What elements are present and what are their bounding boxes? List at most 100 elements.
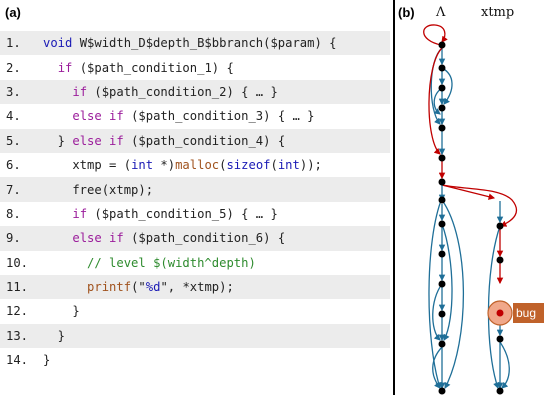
code-line: 12. } <box>0 299 390 323</box>
code-token: } <box>43 353 51 368</box>
blue-edge <box>432 346 443 389</box>
code-line: 8. if ($path_condition_5) { … } <box>0 202 390 226</box>
line-number: 10. <box>6 255 36 270</box>
line-number: 5. <box>6 133 29 148</box>
code-line: 4. else if ($path_condition_3) { … } <box>0 104 390 128</box>
red-edge <box>428 47 443 155</box>
graph-node <box>438 154 446 162</box>
code-token: ($path_condition_4) { <box>123 133 286 148</box>
graph-node <box>496 256 504 264</box>
code-listing: 1. void W$width_D$depth_B$bbranch($param… <box>0 31 390 372</box>
line-number: 11. <box>6 280 36 295</box>
graph-node <box>438 196 446 204</box>
bug-node-core <box>496 309 504 317</box>
code-token: // level $(width^depth) <box>87 255 256 270</box>
code-token: int <box>131 158 154 173</box>
code-token: if <box>72 84 88 99</box>
code-token: )); <box>299 158 322 173</box>
code-token: ( <box>270 158 278 173</box>
line-number: 12. <box>6 304 36 319</box>
code-token: ", *xtmp); <box>160 280 234 295</box>
code-token: W$width_D$depth_B$bbranch($param) { <box>79 36 337 51</box>
graph-node <box>438 104 446 112</box>
code-token: else if <box>72 133 124 148</box>
red-edge <box>441 184 496 200</box>
line-number: 3. <box>6 84 29 99</box>
code-line: 5. } else if ($path_condition_4) { <box>0 128 390 153</box>
graph-node <box>438 387 446 395</box>
code-token: malloc <box>175 158 220 173</box>
code-line: 11. printf("%d", *xtmp); <box>0 274 390 300</box>
line-number: 1. <box>6 36 29 51</box>
blue-edge <box>432 283 443 341</box>
graph-node <box>438 340 446 348</box>
code-token: (" <box>131 280 146 295</box>
code-line: 9. else if ($path_condition_6) { <box>0 226 390 251</box>
code-token: %d <box>145 280 161 295</box>
graph-node <box>496 335 504 343</box>
code-token: ($path_condition_3) { … } <box>123 109 315 124</box>
blue-edge <box>441 223 453 341</box>
code-token: else if <box>72 231 124 246</box>
line-number: 7. <box>6 182 29 197</box>
code-token: if <box>72 206 88 221</box>
code-line: 3. if ($path_condition_2) { … } <box>0 79 390 105</box>
code-token: ($path_condition_5) { … } <box>87 206 278 221</box>
code-line: 14. } <box>0 348 390 372</box>
code-line: 2. if ($path_condition_1) { <box>0 55 390 79</box>
code-line: 13. } <box>0 323 390 349</box>
panel-divider <box>393 0 395 395</box>
line-number: 13. <box>6 328 36 343</box>
line-number: 6. <box>6 158 29 173</box>
code-line: 6. xtmp = (int *)malloc(sizeof(int)); <box>0 153 390 177</box>
graph-node <box>438 220 446 228</box>
code-token: } <box>43 304 80 319</box>
code-token: ( <box>219 158 227 173</box>
graph-node <box>496 387 504 395</box>
line-number: 4. <box>6 109 29 124</box>
bug-badge: bug <box>513 303 544 323</box>
code-token: printf <box>87 280 132 295</box>
column-label-xtmp: xtmp <box>481 5 515 20</box>
code-token: *) <box>153 158 176 173</box>
line-number: 8. <box>6 206 29 221</box>
code-token: ($path_condition_6) { <box>123 231 286 246</box>
code-token: else if <box>72 109 124 124</box>
code-token: void <box>43 36 80 51</box>
graph-node <box>438 124 446 132</box>
graph-node <box>438 178 446 186</box>
code-token: ($path_condition_2) { … } <box>87 84 278 99</box>
code-token: free(xtmp); <box>43 182 154 197</box>
graph-node <box>438 64 446 72</box>
blue-edge <box>441 199 465 389</box>
graph-node <box>438 41 446 49</box>
line-number: 9. <box>6 231 29 246</box>
bug-node <box>487 300 513 326</box>
graph-node <box>438 280 446 288</box>
graph-node <box>496 222 504 230</box>
panel-a-label: (a) <box>5 5 21 20</box>
panel-b-label: (b) <box>398 5 415 20</box>
red-edge <box>441 184 517 227</box>
code-line: 7. free(xtmp); <box>0 177 390 202</box>
line-number: 14. <box>6 353 36 368</box>
code-line: 10. // level $(width^depth) <box>0 251 390 275</box>
code-token: sizeof <box>226 158 271 173</box>
blue-edge <box>499 341 510 389</box>
code-token: if <box>57 60 73 75</box>
column-label-lambda: Λ <box>436 5 446 20</box>
code-token: xtmp = ( <box>43 158 132 173</box>
graph-node <box>438 84 446 92</box>
graph-node <box>438 310 446 318</box>
code-token: } <box>43 133 73 148</box>
blue-edge <box>428 197 443 390</box>
code-line: 1. void W$width_D$depth_B$bbranch($param… <box>0 31 390 56</box>
code-token: ($path_condition_1) { <box>72 60 234 75</box>
nodes <box>438 41 504 395</box>
code-token: } <box>43 328 66 343</box>
line-number: 2. <box>6 60 29 75</box>
code-token: int <box>277 158 300 173</box>
red-edge <box>423 24 448 46</box>
edges <box>423 24 517 390</box>
